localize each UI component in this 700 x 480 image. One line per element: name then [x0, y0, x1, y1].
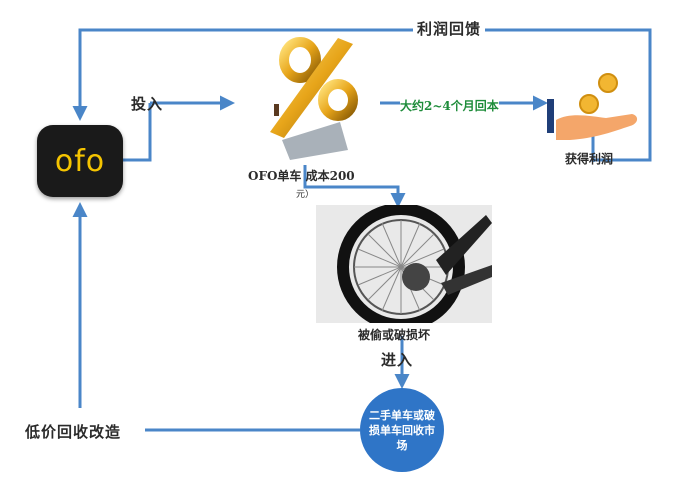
- profit-bar-marker: [547, 99, 554, 133]
- bike-cost-unit: 元）: [296, 190, 315, 200]
- payback-label: 大约2~4个月回本: [400, 97, 499, 114]
- invest-label: 投入: [131, 95, 164, 113]
- gain-profit-label: 获得利润: [565, 152, 614, 166]
- market-label: 二手单车或破损单车回收市场: [369, 408, 435, 452]
- profit-feedback-arrow: [72, 28, 652, 162]
- bicycle-wheel-photo: [316, 205, 492, 323]
- recycle-market-circle: 二手单车或破损单车回收市场: [360, 388, 444, 472]
- ofo-logo-text: ofo: [54, 143, 106, 179]
- percent-icon: [270, 37, 358, 160]
- bike-cost-label: OFO单车 成本200: [248, 169, 355, 183]
- enter-label: 进入: [381, 351, 414, 369]
- to-damaged-arrow: [303, 165, 406, 208]
- stolen-damaged-label: 被偷或破损坏: [358, 328, 431, 342]
- hand-coins-icon: [556, 73, 638, 140]
- ofo-app-logo: ofo: [37, 125, 123, 197]
- profit-feedback-label: 利润回馈: [413, 18, 486, 39]
- invest-arrow-link: [123, 103, 152, 162]
- low-price-recycle-label: 低价回收改造: [25, 423, 122, 441]
